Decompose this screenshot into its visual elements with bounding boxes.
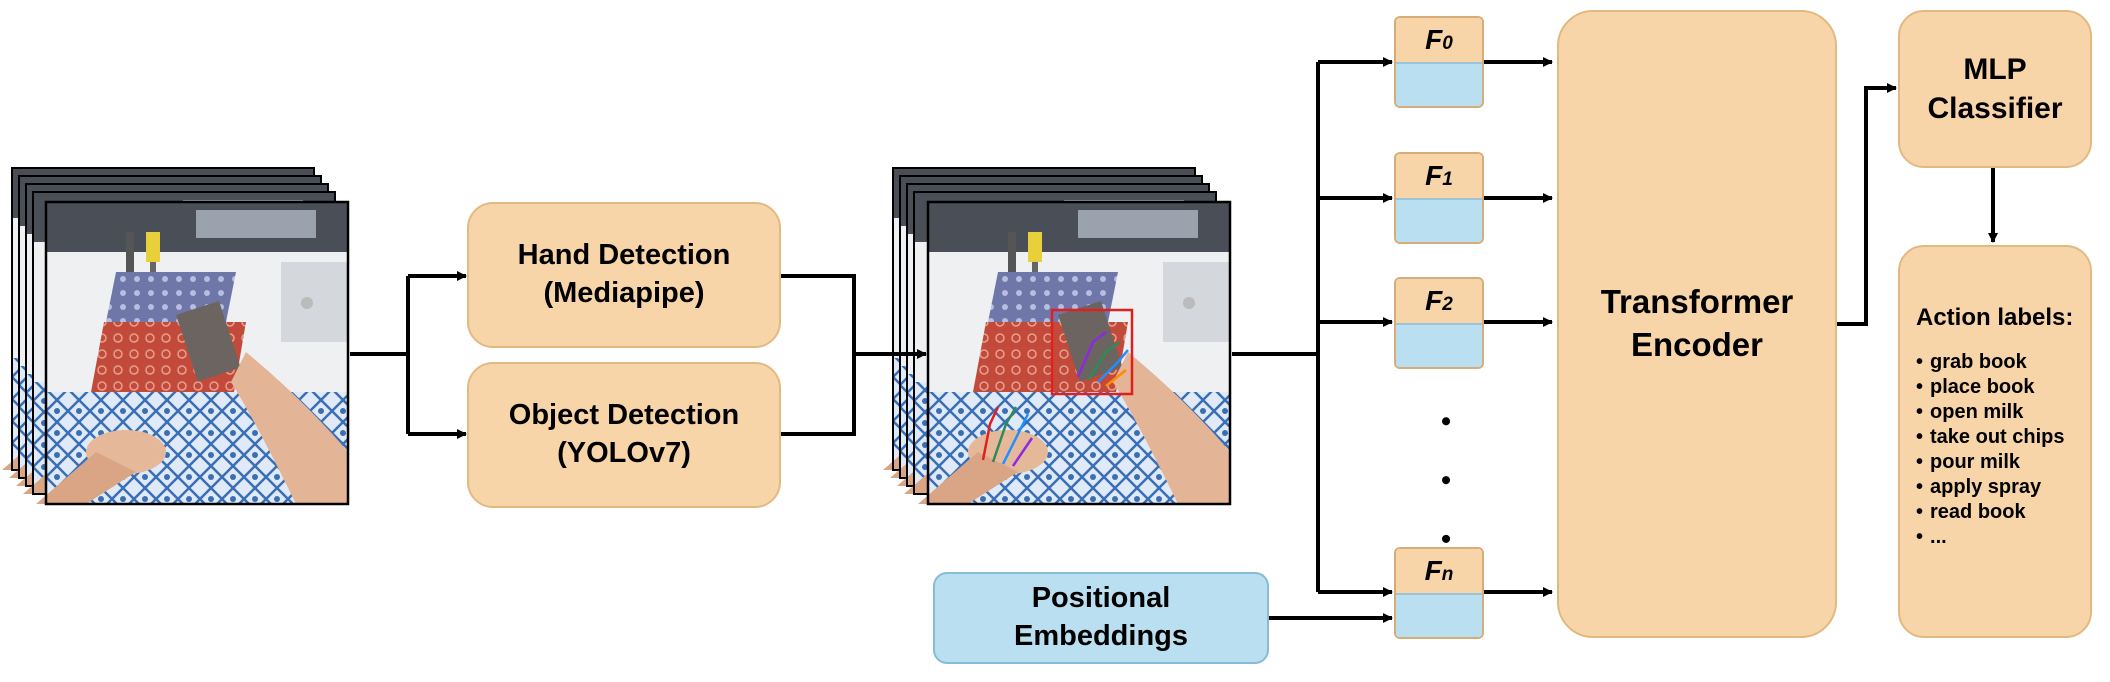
action-label-item: grab book bbox=[1916, 350, 2091, 375]
hand-detection-title: Hand Detection bbox=[517, 239, 731, 272]
action-label-item: ... bbox=[1916, 525, 2091, 550]
action-label-item: apply spray bbox=[1916, 475, 2091, 500]
transformer-encoder-line2: Encoder bbox=[1630, 326, 1764, 363]
connectors bbox=[350, 57, 1998, 623]
object-detection-title: Object Detection bbox=[508, 399, 740, 432]
positional-embeddings-line2: Embeddings bbox=[1013, 620, 1188, 652]
object-detection-subtitle: (YOLOv7) bbox=[557, 437, 691, 469]
feature-token-0-embedding bbox=[1396, 64, 1482, 106]
mlp-classifier-line2: Classifier bbox=[1927, 92, 2063, 125]
annotated-frames-stack bbox=[883, 168, 1232, 506]
hand-detection-subtitle: (Mediapipe) bbox=[543, 277, 705, 309]
positional-embeddings-box: Positional Embeddings bbox=[933, 572, 1269, 664]
action-label-item: take out chips bbox=[1916, 425, 2091, 450]
mlp-classifier-line1: MLP bbox=[1963, 53, 2027, 86]
object-detection-box: Object Detection (YOLOv7) bbox=[467, 362, 781, 508]
mlp-classifier-box: MLP Classifier bbox=[1898, 10, 2092, 168]
feature-token-1-embedding bbox=[1396, 200, 1482, 242]
action-label-item: place book bbox=[1916, 375, 2091, 400]
action-label-item: pour milk bbox=[1916, 450, 2091, 475]
action-labels-title: Action labels: bbox=[1916, 304, 2074, 331]
positional-embeddings-line1: Positional bbox=[1031, 582, 1171, 615]
feature-token-n-embedding bbox=[1396, 595, 1482, 637]
transformer-encoder-line1: Transformer bbox=[1600, 283, 1794, 321]
feature-token-2-embedding bbox=[1396, 325, 1482, 367]
hand-detection-box: Hand Detection (Mediapipe) bbox=[467, 202, 781, 348]
action-labels-list: Action labels: grab book place book open… bbox=[1916, 304, 2091, 550]
transformer-encoder-box: Transformer Encoder bbox=[1557, 10, 1837, 638]
input-frames-stack bbox=[2, 167, 350, 506]
feature-ellipsis: • • • bbox=[1429, 416, 1462, 545]
action-label-item: read book bbox=[1916, 500, 2091, 525]
action-label-item: open milk bbox=[1916, 400, 2091, 425]
